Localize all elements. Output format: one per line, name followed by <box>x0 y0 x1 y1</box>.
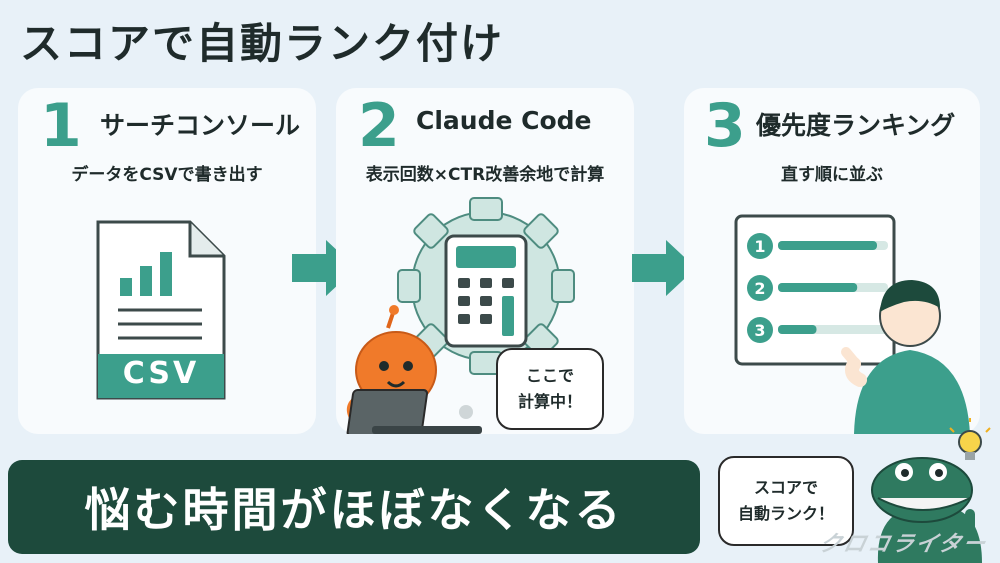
step-panel-2: 2 Claude Code 表示回数×CTR改善余地で計算 <box>336 88 634 434</box>
mascot-bubble-line2: 自動ランク！ <box>737 504 834 523</box>
calc-bubble-line2: 計算中！ <box>517 392 582 411</box>
arrow-right-icon-2 <box>632 240 696 296</box>
ranking-board: 1 2 3 <box>734 214 970 434</box>
mascot-bubble-line1: スコアで <box>753 478 818 497</box>
step-number-1: 1 <box>40 91 82 161</box>
rank-bar-2 <box>778 283 858 292</box>
watermark-logo: クロコライター <box>816 532 990 557</box>
crocodile-mascot-icon <box>871 418 991 563</box>
step-number-2: 2 <box>358 91 400 161</box>
rank-bar-1 <box>778 241 877 250</box>
lightbulb-icon <box>949 418 991 460</box>
calc-bubble-line1: ここで <box>525 366 574 385</box>
csv-label: CSV <box>122 356 200 391</box>
rank-badge-2 <box>747 275 773 301</box>
rank-badge-1 <box>747 233 773 259</box>
calc-speech-bubble: ここで 計算中！ <box>496 348 604 430</box>
rank-bar-3 <box>778 325 817 334</box>
rank-number-2: 2 <box>754 279 765 298</box>
step-panel-3: 3 優先度ランキング 直す順に並ぶ 1 2 3 <box>684 88 980 434</box>
step-title-2: Claude Code <box>416 106 592 135</box>
step-title-1: サーチコンソール <box>100 111 301 140</box>
page-title: スコアで自動ランク付け <box>20 19 505 68</box>
step-desc-2: 表示回数×CTR改善余地で計算 <box>365 165 605 185</box>
mascot-speech-bubble: スコアで 自動ランク！ <box>718 456 854 546</box>
rank-number-3: 3 <box>754 321 765 340</box>
summary-banner: 悩む時間がほぼなくなる <box>8 460 700 554</box>
step-desc-3: 直す順に並ぶ <box>781 165 883 185</box>
step-number-3: 3 <box>704 91 746 161</box>
step-title-3: 優先度ランキング <box>756 111 956 140</box>
rank-badge-3 <box>747 317 773 343</box>
rank-number-1: 1 <box>754 237 765 256</box>
step-desc-1: データをCSVで書き出す <box>71 165 263 185</box>
csv-file-icon <box>96 220 226 400</box>
gear-calculator-icon <box>346 197 575 434</box>
step-panel-1: 1 サーチコンソール データをCSVで書き出す CSV <box>18 88 316 434</box>
